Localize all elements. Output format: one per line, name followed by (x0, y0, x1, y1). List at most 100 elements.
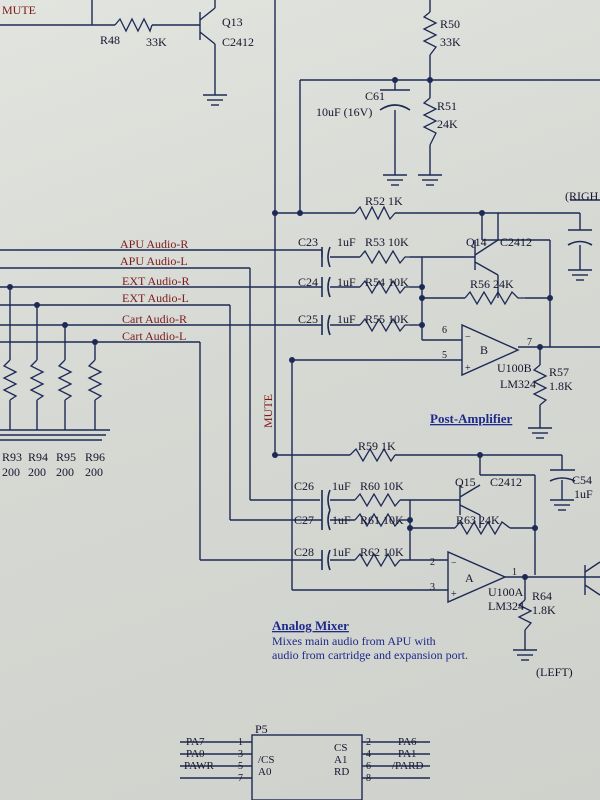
resistor-r56 (464, 290, 525, 306)
ground-r64 (513, 649, 537, 661)
label-c26-value: 1uF (332, 479, 351, 493)
ground-q13 (203, 94, 227, 106)
label-mute-top: MUTE (2, 3, 36, 17)
ground-symbols (0, 94, 592, 661)
p5-inner-left-2: A0 (258, 766, 272, 778)
resistor-r54 (359, 279, 410, 295)
label-pa7: PA7 (186, 736, 205, 748)
p5-pin-right-1: 4 (366, 749, 371, 760)
resistor-r59 (349, 447, 396, 463)
capacitor-c27 (321, 509, 331, 531)
label-200-c: 200 (56, 465, 74, 479)
label-1.8k-b: 1.8K (532, 603, 556, 617)
label-analog-mixer: Analog Mixer (272, 618, 349, 633)
resistor-r61 (354, 512, 401, 528)
label-c28-value: 1uF (332, 545, 351, 559)
label-apu-audio-l: APU Audio-L (120, 254, 188, 268)
resistor-r60 (354, 492, 401, 508)
pin-5: 5 (442, 350, 447, 361)
p5-inner-left-1: /CS (258, 754, 275, 766)
resistor-r94 (29, 359, 45, 401)
pin-6: 6 (442, 325, 447, 336)
label-r94: R94 (28, 450, 48, 464)
p5-inner-right-1: A1 (334, 754, 347, 766)
p5-pin-right-0: 2 (366, 737, 371, 748)
label-c23-value: 1uF (337, 235, 356, 249)
label-pawr: PAWR (184, 760, 215, 772)
label-p5: P5 (255, 722, 268, 736)
resistor-r52 (354, 205, 396, 221)
resistor-r96 (87, 359, 103, 401)
label-c24: C24 (298, 275, 318, 289)
label-pa0: PA0 (186, 748, 205, 760)
resistor-r95 (57, 359, 73, 401)
label-r53: R53 10K (365, 235, 409, 249)
label-u100b: U100B (497, 361, 532, 375)
label-1.8k-a: 1.8K (549, 379, 573, 393)
label-pa1: PA1 (398, 748, 417, 760)
p5-pin-left-1: 3 (238, 749, 243, 760)
resistor-r93 (2, 359, 18, 401)
resistor-r55 (359, 317, 410, 333)
label-post-amplifier: Post-Amplifier (430, 411, 513, 426)
capacitor-c23 (321, 246, 331, 268)
label-c2412-c: C2412 (490, 475, 522, 489)
label-r64: R64 (532, 589, 552, 603)
label-ext-audio-r: EXT Audio-R (122, 274, 189, 288)
label-c26: C26 (294, 479, 314, 493)
label-200-b: 200 (28, 465, 46, 479)
ground-r57 (528, 427, 552, 439)
label-r62: R62 10K (360, 545, 404, 559)
wires (0, 0, 600, 650)
label-q14: Q14 (466, 235, 487, 249)
capacitor-c61 (379, 89, 411, 111)
label-mixer-desc-1: Mixes main audio from APU with (272, 634, 436, 648)
label-33k-a: 33K (146, 35, 167, 49)
label-r61: R61 10K (360, 513, 404, 527)
label-c61: C61 (365, 89, 385, 103)
label-opamp-b: B (480, 343, 488, 357)
opamp-a-plus: + (451, 589, 457, 600)
label-c2412-b: C2412 (500, 235, 532, 249)
pin-2: 2 (430, 557, 435, 568)
label-mute-vertical: MUTE (261, 394, 275, 428)
label-c23: C23 (298, 235, 318, 249)
label-cart-audio-l: Cart Audio-L (122, 329, 186, 343)
resistor-r63 (454, 520, 511, 536)
pin-7: 7 (527, 337, 532, 348)
label-c25: C25 (298, 312, 318, 326)
resistors (2, 11, 548, 631)
label-10uf: 10uF (16V) (316, 105, 372, 119)
resistor-r50 (422, 11, 438, 56)
ground-c54 (550, 499, 574, 511)
label-apu-audio-r: APU Audio-R (120, 237, 188, 251)
pin-3: 3 (430, 582, 435, 593)
label-c54-value: 1uF (574, 487, 593, 501)
resistor-r51 (422, 97, 438, 146)
label-c27: C27 (294, 513, 314, 527)
label-r51: R51 (437, 99, 457, 113)
label-r63: R63 24K (456, 513, 500, 527)
label-pa6: PA6 (398, 736, 417, 748)
p5-pin-left-0: 1 (238, 737, 243, 748)
label-r50: R50 (440, 17, 460, 31)
resistor-r57 (532, 364, 548, 406)
p5-pin-left-2: 5 (238, 761, 243, 772)
label-r96: R96 (85, 450, 105, 464)
label-24k-a: 24K (437, 117, 458, 131)
label-c2412-a: C2412 (222, 35, 254, 49)
label-c27-value: 1uF (332, 513, 351, 527)
label-c24-value: 1uF (337, 275, 356, 289)
capacitor-c26 (321, 489, 331, 511)
ground-r51 (418, 174, 442, 186)
label-cart-audio-r: Cart Audio-R (122, 312, 187, 326)
p5-pin-right-2: 6 (366, 761, 371, 772)
label-r52: R52 1K (365, 194, 403, 208)
capacitors (321, 89, 593, 571)
p5-inner-right-2: RD (334, 766, 349, 778)
capacitor-c28 (321, 549, 331, 571)
resistor-r64 (517, 599, 533, 631)
label-r93: R93 (2, 450, 22, 464)
